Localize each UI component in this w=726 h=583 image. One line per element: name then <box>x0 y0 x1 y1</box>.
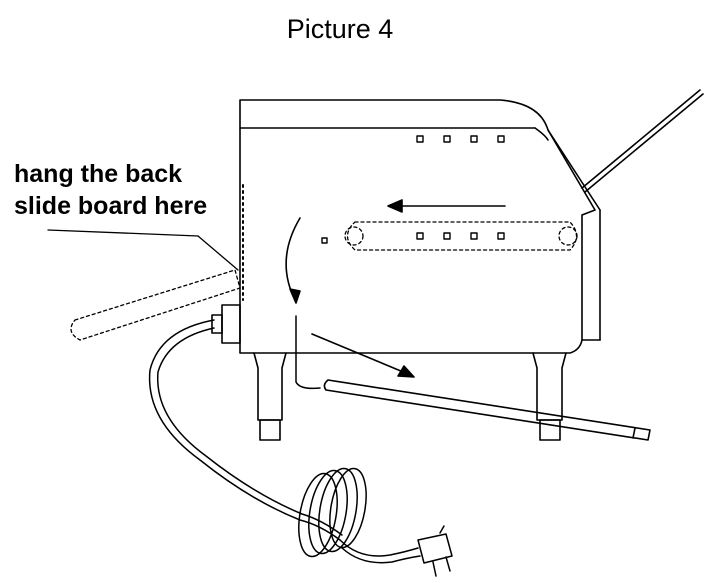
rod <box>581 89 704 193</box>
belt-direction-arrow <box>387 199 506 213</box>
callout-line-2: slide board here <box>14 192 208 220</box>
callout-label: hang the back slide board here <box>14 158 207 222</box>
back-slide-board <box>70 269 241 341</box>
picture-title: Picture 4 <box>286 14 394 44</box>
power-cord <box>148 315 343 541</box>
internal-guide-curve <box>285 217 301 304</box>
toaster-legs <box>253 352 567 441</box>
plug <box>417 525 453 577</box>
power-connector <box>211 304 241 344</box>
callout-line-1: hang the back <box>14 160 183 188</box>
toaster-body <box>239 99 601 354</box>
front-slide-board <box>323 379 651 441</box>
callout-leader-line <box>47 229 239 271</box>
slide-direction-arrow <box>311 333 415 378</box>
cord-coil <box>298 467 367 558</box>
conveyor-belt <box>344 221 578 251</box>
conveyor-holes <box>321 232 505 244</box>
plug-cord <box>339 539 421 564</box>
top-vent-holes <box>416 135 505 143</box>
